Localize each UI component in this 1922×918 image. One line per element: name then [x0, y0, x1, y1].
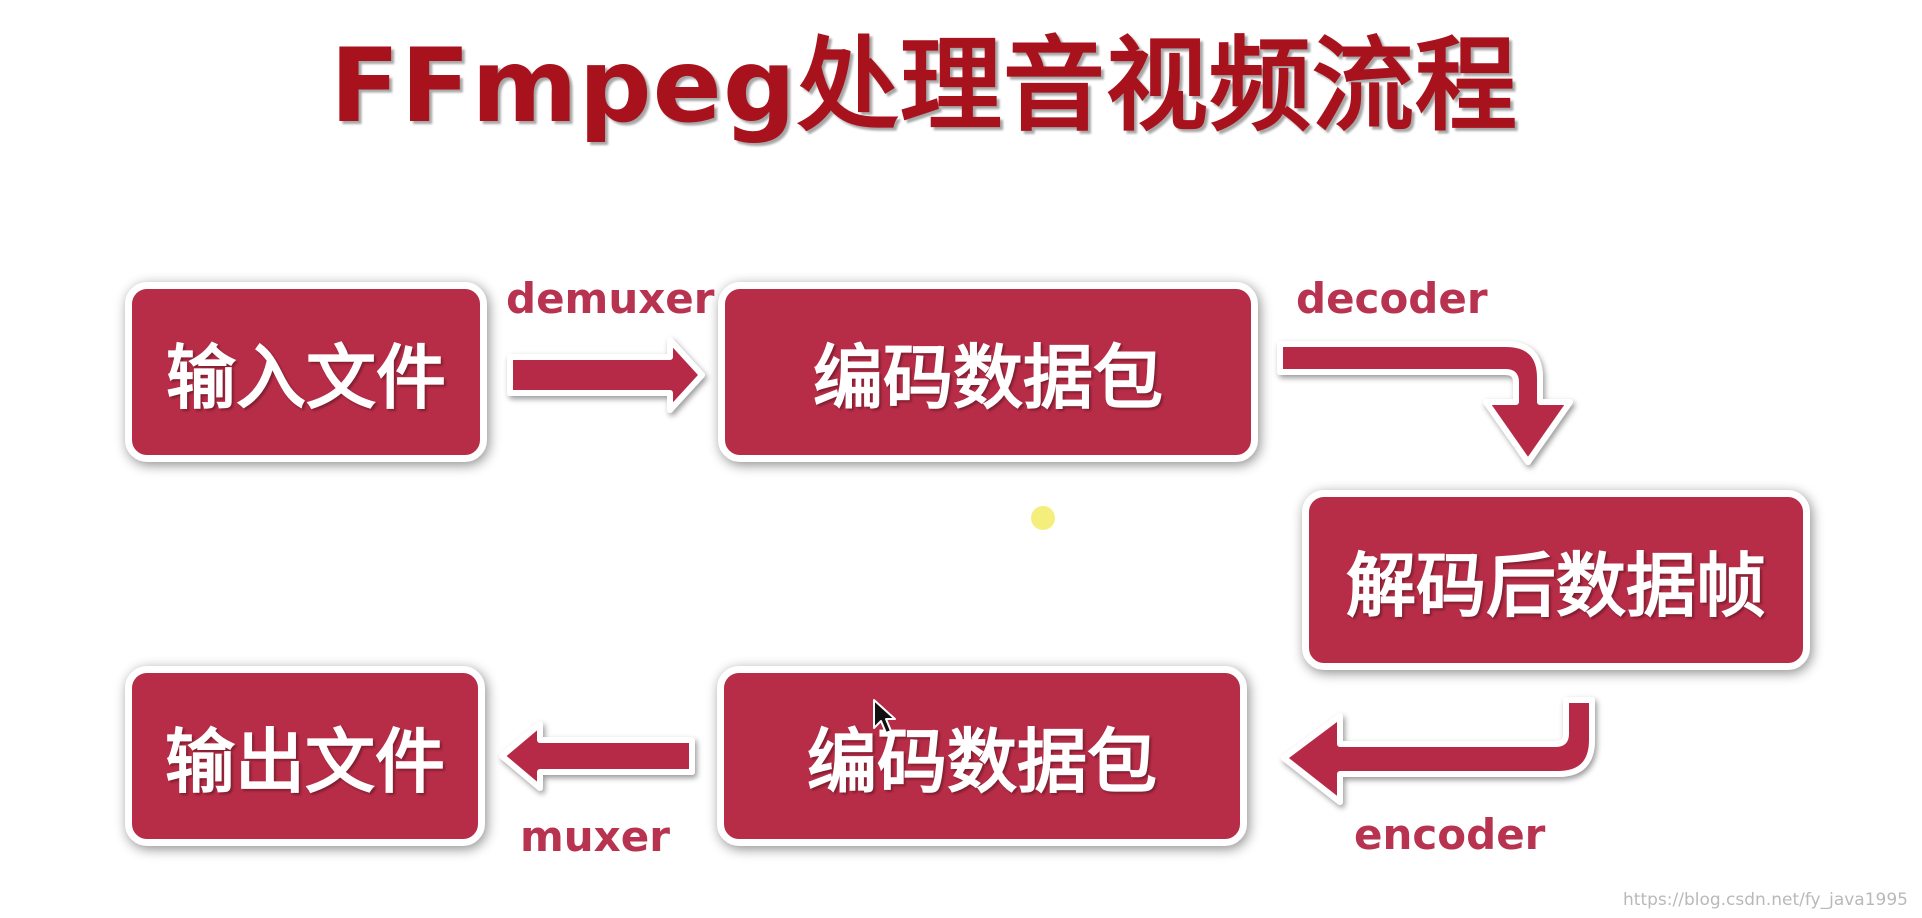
label-muxer: muxer [520, 812, 670, 861]
decoder-arrow [1277, 341, 1573, 465]
node-decoded-frames: 解码后数据帧 [1302, 490, 1810, 670]
watermark: https://blog.csdn.net/fy_java1995 [1623, 890, 1908, 910]
node-output-file: 输出文件 [125, 666, 485, 846]
demuxer-arrow [507, 337, 705, 413]
cursor-highlight-dot [1031, 506, 1055, 530]
node-encoded-packets-top: 编码数据包 [718, 282, 1258, 462]
label-demuxer: demuxer [506, 274, 715, 323]
node-encoded-packets-bottom: 编码数据包 [717, 666, 1247, 846]
label-encoder: encoder [1354, 810, 1546, 859]
node-input-file: 输入文件 [125, 282, 487, 462]
mouse-pointer-icon [873, 699, 896, 734]
label-decoder: decoder [1296, 274, 1488, 323]
muxer-arrow [499, 721, 695, 791]
diagram-title: FFmpeg处理音视频流程 [330, 27, 1518, 146]
encoder-arrow [1281, 697, 1595, 805]
